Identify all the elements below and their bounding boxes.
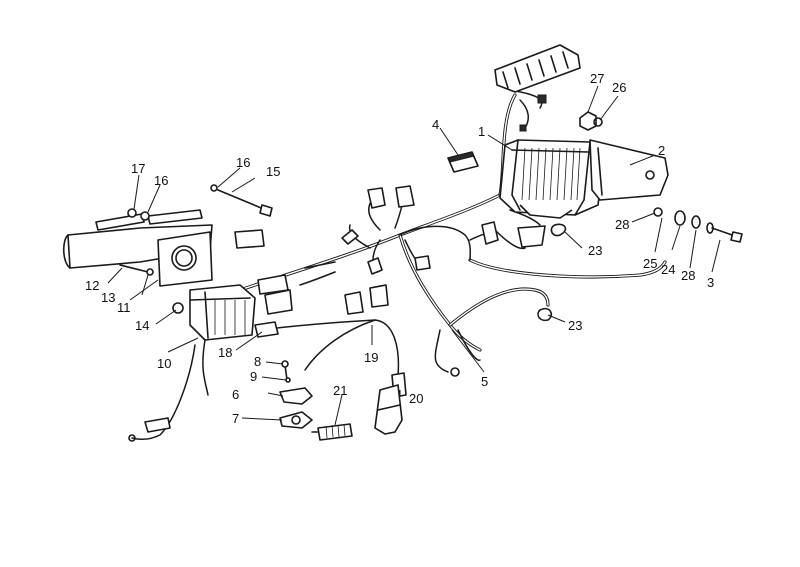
ground-lead [128,339,209,442]
callout-6: 6 [232,387,239,402]
callout-16b: 16 [154,173,168,188]
ht-lead-assembly [254,319,407,398]
relay [447,151,479,173]
callout-10: 10 [157,356,171,371]
callout-25: 25 [643,256,657,271]
callout-20: 20 [409,391,423,406]
pickup-sensor [279,360,313,429]
callout-14: 14 [135,318,149,333]
callout-7: 7 [232,411,239,426]
callout-18: 18 [218,345,232,360]
callout-26: 26 [612,80,626,95]
callout-2: 2 [658,143,665,158]
leader-lines [107,85,721,426]
harness-connectors [234,185,546,315]
callout-1: 1 [478,124,485,139]
cable-clips [537,223,567,322]
callout-23a: 23 [588,243,602,258]
callout-4: 4 [432,117,439,132]
spark-plug-cap-and-plug [311,384,403,441]
callout-12: 12 [85,278,99,293]
frame-bracket [62,184,273,287]
screw-washer-stack [653,207,743,243]
callout-19: 19 [364,350,378,365]
callout-24: 24 [661,262,675,277]
callout-16a: 16 [236,155,250,170]
ring-terminals [434,329,481,377]
callout-8: 8 [254,354,261,369]
callout-15: 15 [266,164,280,179]
top-nuts [579,111,603,131]
callout-11: 11 [117,300,131,315]
callout-17: 17 [131,161,145,176]
callout-28a: 28 [615,217,629,232]
mounting-bracket [589,139,669,201]
callout-13: 13 [101,290,115,305]
main-wiring-harness [238,89,667,352]
voltage-regulator [499,139,606,219]
callout-23b: 23 [568,318,582,333]
callout-5: 5 [481,374,488,389]
fuse-box-connector [494,44,581,132]
callout-9: 9 [250,369,257,384]
ignition-coil [172,284,256,341]
callout-21: 21 [333,383,347,398]
callout-27: 27 [590,71,604,86]
callout-3: 3 [707,275,714,290]
callout-labels: 1 2 3 4 5 6 7 8 9 10 11 12 13 14 15 16 1… [85,71,714,426]
callout-28b: 28 [681,268,695,283]
